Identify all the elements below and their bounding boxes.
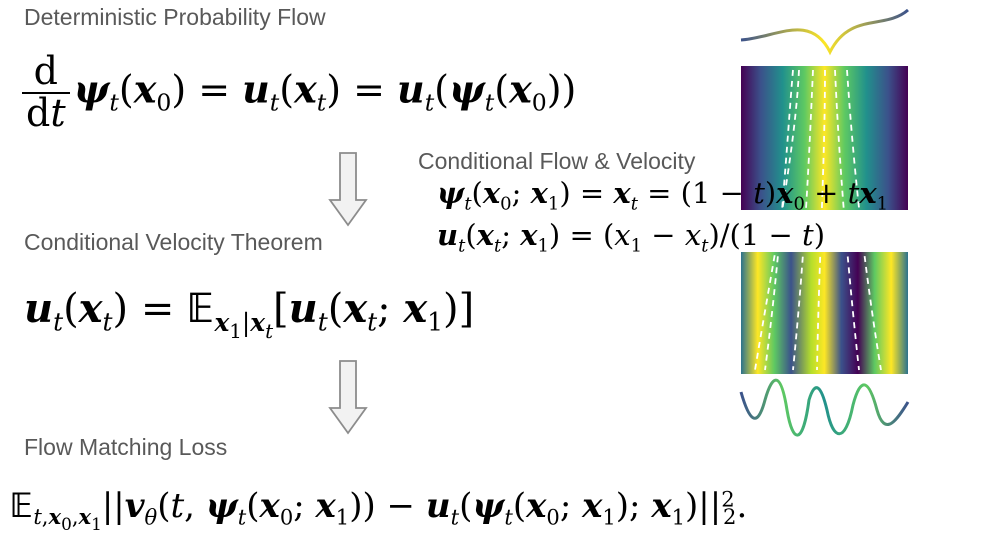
conditional-velocity-equation: ut(xt; x1) = (x1 − xt)/(1 − t) bbox=[437, 218, 826, 257]
flow-matching-loss-equation: 𝔼t,x0,x1||vθ(t, ψt(x0; x1)) − ut(ψt(x0; … bbox=[10, 486, 748, 535]
conditional-velocity-theorem-equation: ut(xt) = 𝔼x1|xt[ut(xt; x1)] bbox=[24, 285, 475, 343]
conditional-flow-velocity-label: Conditional Flow & Velocity bbox=[418, 148, 696, 174]
heatmap-lower bbox=[741, 252, 908, 374]
flow-matching-loss-label: Flow Matching Loss bbox=[24, 434, 228, 460]
probability-flow-figure bbox=[739, 8, 910, 437]
down-arrow-icon bbox=[328, 360, 368, 435]
conditional-flow-equation: ψt(x0; x1) = xt = (1 − t)x0 + tx1 bbox=[437, 176, 889, 215]
conditional-velocity-theorem-label: Conditional Velocity Theorem bbox=[24, 229, 323, 255]
deterministic-flow-label: Deterministic Probability Flow bbox=[24, 4, 326, 30]
flow-trajectories bbox=[754, 69, 882, 371]
down-arrow-icon bbox=[328, 152, 368, 227]
target-density-curve bbox=[740, 8, 909, 56]
source-density-curve bbox=[739, 378, 910, 437]
